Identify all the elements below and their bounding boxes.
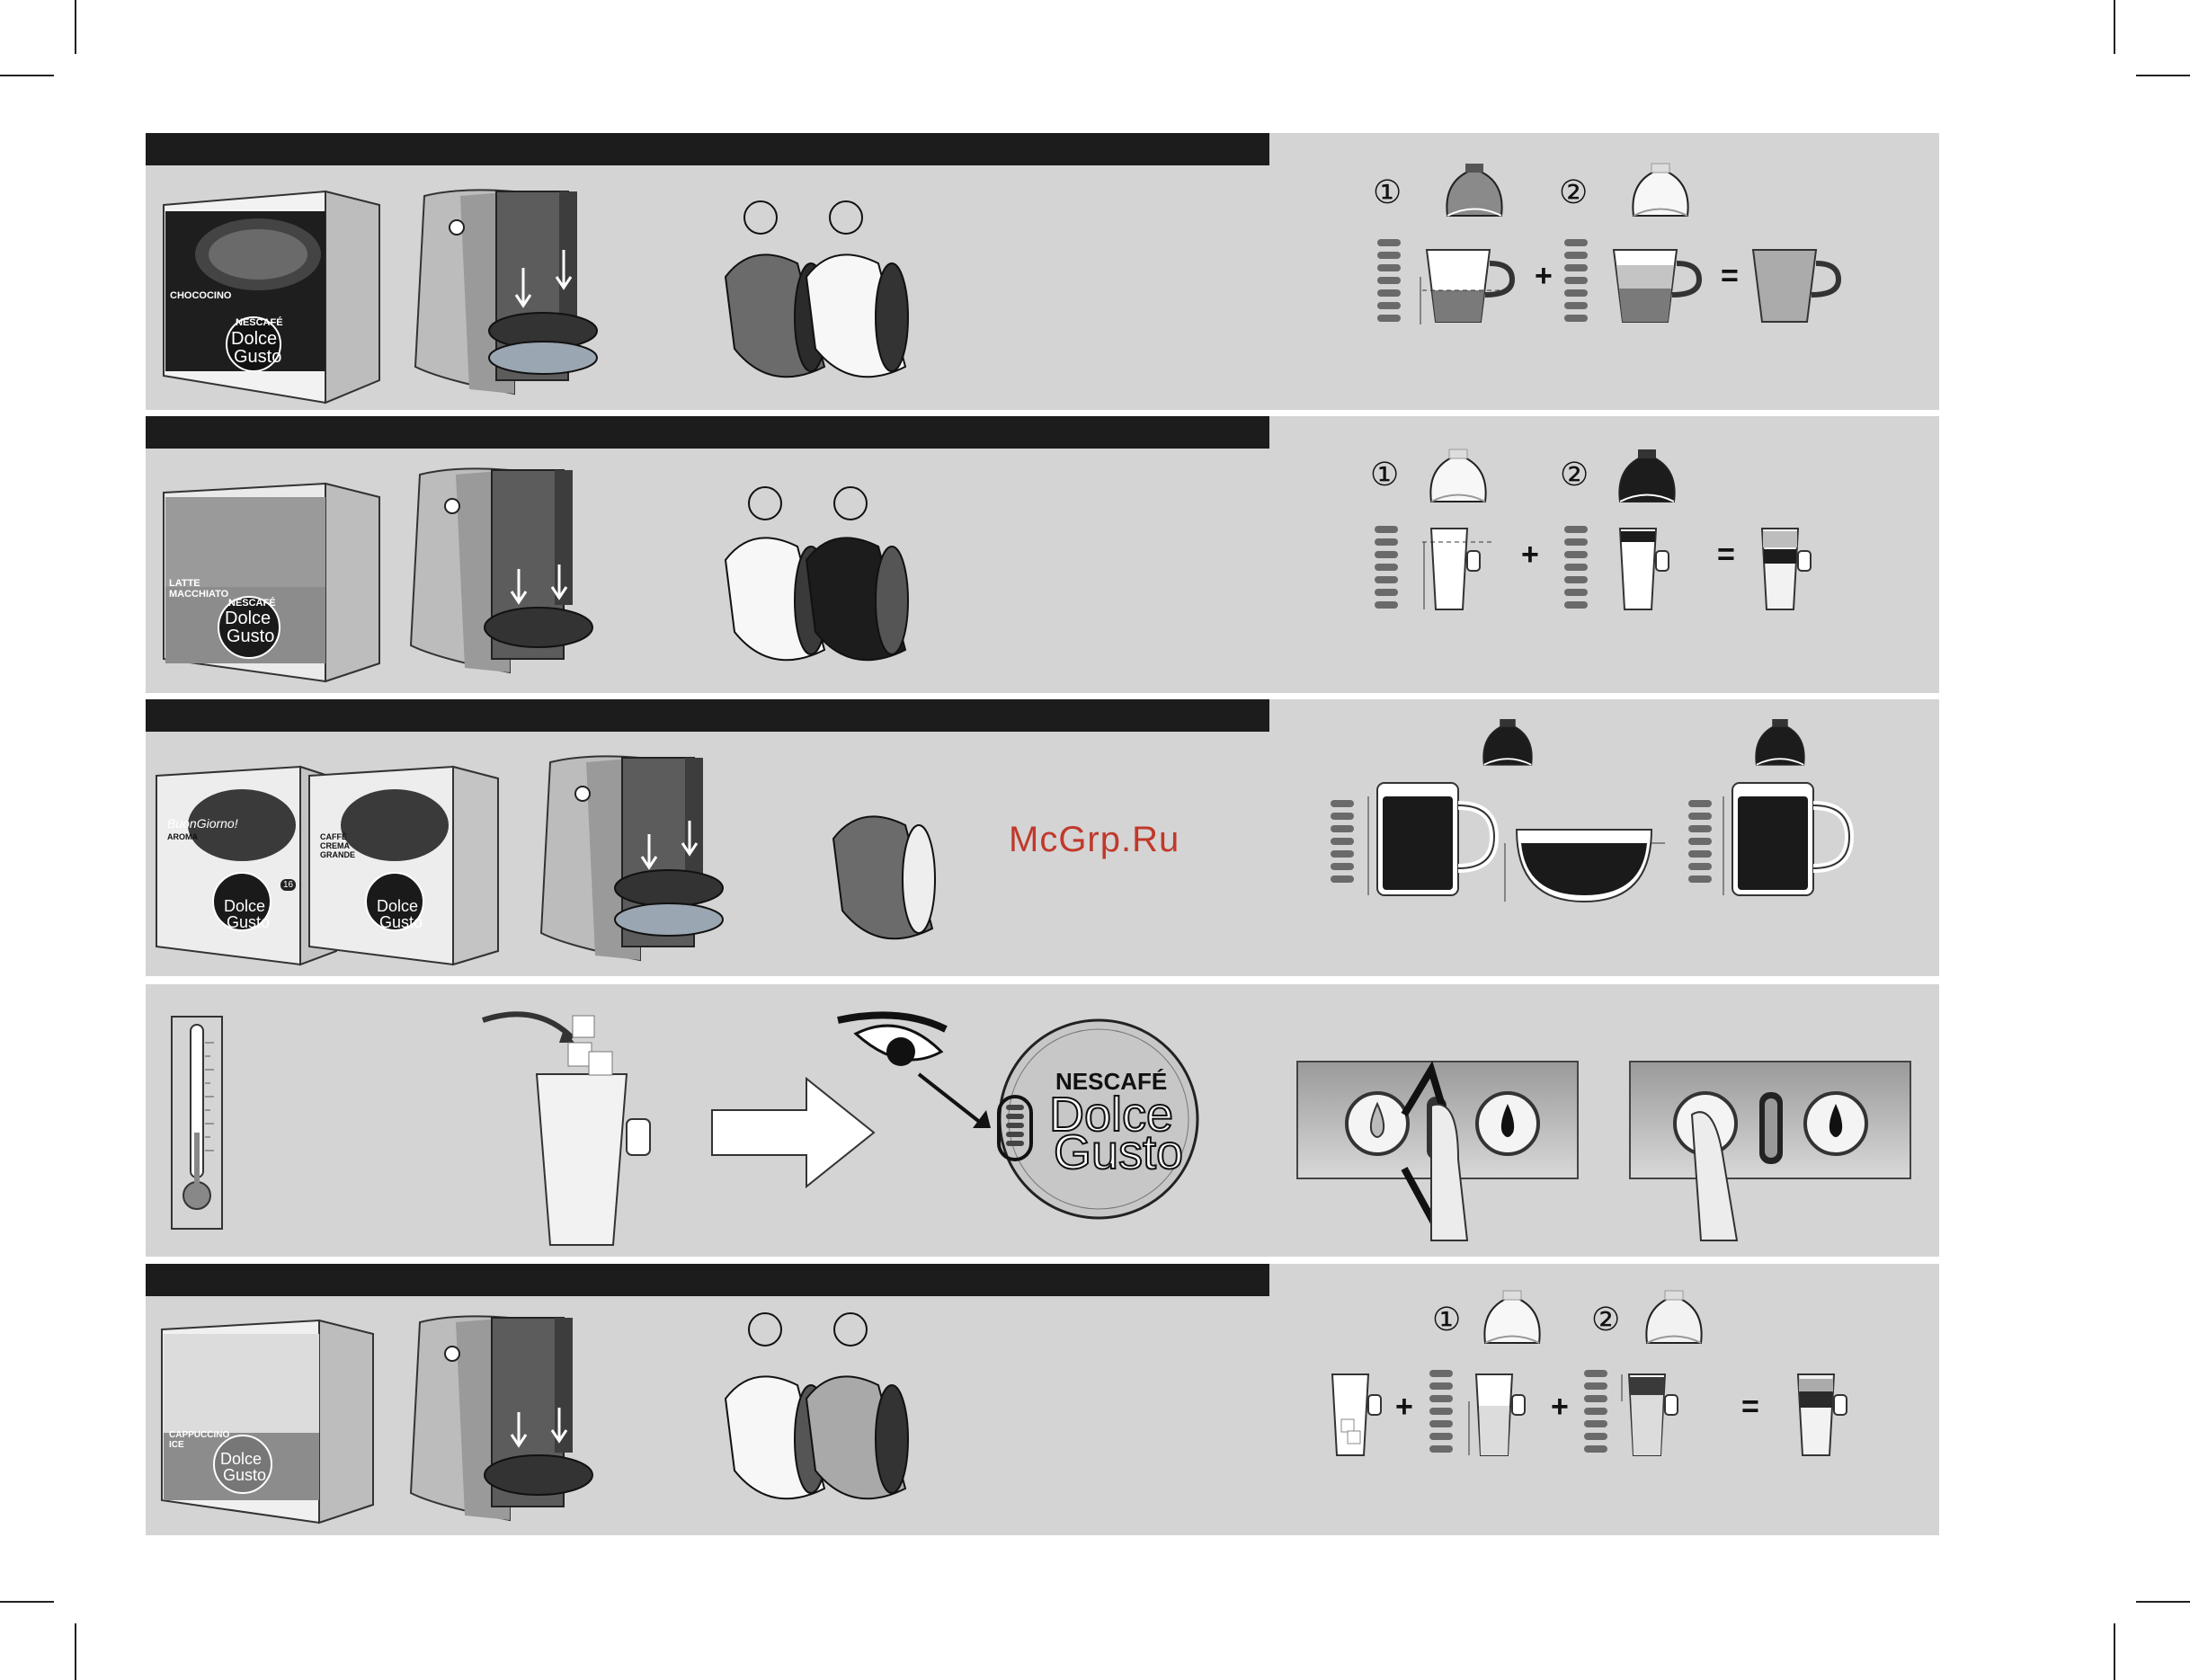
brand-gusto: Gusto xyxy=(227,627,274,647)
level-indicator-icon xyxy=(1377,239,1401,325)
cup-icon xyxy=(1749,245,1847,326)
glass-icon xyxy=(1422,524,1503,614)
plus-sign: + xyxy=(1395,1390,1413,1425)
capsule-icon xyxy=(1422,448,1494,509)
watermark: McGrp.Ru xyxy=(1009,820,1180,860)
product-label: AROMA xyxy=(167,832,198,841)
capsules-illustration xyxy=(717,241,914,385)
step-number-1: ① xyxy=(1373,174,1402,211)
section-chococino: CHOCOCINO NESCAFÉ Dolce Gusto ① ② xyxy=(146,133,1939,410)
crop-mark xyxy=(75,1623,76,1680)
bowl-icon xyxy=(1503,825,1656,906)
ice-glass-icon xyxy=(1328,1370,1391,1460)
section-header-bar xyxy=(146,416,1269,449)
level-indicator-icon xyxy=(1584,1370,1607,1456)
capsule-2-circle xyxy=(833,486,868,520)
mug-icon xyxy=(1368,778,1503,900)
crop-mark xyxy=(2114,1623,2115,1680)
product-label: CHOCOCINO xyxy=(170,290,231,301)
machine-illustration xyxy=(532,753,730,964)
glass-icon xyxy=(1611,524,1692,614)
section-header-bar xyxy=(146,133,1269,165)
cup-icon xyxy=(1422,245,1521,326)
step-number-2: ② xyxy=(1560,457,1589,493)
box-count-badge: 16 xyxy=(280,879,296,891)
cup-icon xyxy=(1609,245,1708,326)
product-label: LATTE MACCHIATO xyxy=(169,578,232,600)
eye-icon xyxy=(838,1011,1000,1137)
equals-sign: = xyxy=(1741,1390,1759,1425)
capsules-illustration xyxy=(717,1363,914,1507)
glass-icon xyxy=(1467,1370,1539,1460)
capsule-icon xyxy=(1611,448,1683,509)
level-indicator-icon xyxy=(1564,526,1588,612)
product-box xyxy=(162,1316,378,1523)
machine-illustration xyxy=(402,1313,600,1524)
crop-mark xyxy=(75,0,76,54)
section-header-bar xyxy=(146,1264,1269,1296)
level-indicator-icon xyxy=(1331,800,1354,886)
capsule-icon xyxy=(1476,1289,1548,1350)
glass-icon xyxy=(1620,1370,1692,1460)
capsule-icon xyxy=(1749,717,1812,771)
level-indicator-icon xyxy=(1688,800,1712,886)
equals-sign: = xyxy=(1721,259,1739,294)
mug-icon xyxy=(1723,778,1858,900)
control-panel-slide xyxy=(1296,1061,1584,1240)
crop-mark xyxy=(2136,1601,2190,1603)
glass-icon xyxy=(1789,1370,1861,1460)
machine-illustration xyxy=(406,187,604,398)
brand-gusto: Gusto xyxy=(223,1466,266,1485)
plus-sign: + xyxy=(1551,1390,1569,1425)
product-label: CAPPUCCINO ICE xyxy=(169,1430,223,1450)
level-indicator-icon xyxy=(1429,1370,1453,1456)
glass-icon xyxy=(1753,524,1834,614)
section-iced: NESCAFÉ Dolce Gusto xyxy=(146,984,1939,1257)
section-latte-macchiato: LATTE MACCHIATO NESCAFÉ Dolce Gusto ① ② xyxy=(146,416,1939,693)
ice-glass-illustration xyxy=(483,1002,681,1254)
script-label: BuonGiorno! xyxy=(167,816,238,831)
brand-gusto: Gusto xyxy=(234,347,281,368)
capsule-1-circle xyxy=(748,486,782,520)
machine-illustration xyxy=(402,466,600,677)
capsule-icon xyxy=(1476,717,1539,771)
brand-nescafe: NESCAFÉ xyxy=(228,598,276,609)
thermometer-icon xyxy=(171,1016,225,1231)
crop-mark xyxy=(2136,75,2190,76)
plus-sign: + xyxy=(1535,259,1553,294)
capsule-1-circle xyxy=(748,1312,782,1347)
brand-nescafe: NESCAFÉ xyxy=(236,317,283,328)
crop-mark xyxy=(0,75,54,76)
capsule-2-circle xyxy=(833,1312,868,1347)
capsule-icon xyxy=(1625,162,1696,223)
plus-sign: + xyxy=(1521,538,1539,573)
control-panel-press xyxy=(1629,1061,1917,1240)
step-number-2: ② xyxy=(1591,1302,1620,1338)
level-indicator-icon xyxy=(1564,239,1588,325)
brand-gusto: Gusto xyxy=(1054,1128,1183,1177)
crop-mark xyxy=(2114,0,2115,54)
equals-sign: = xyxy=(1717,538,1735,573)
step-number-1: ① xyxy=(1370,457,1399,493)
brand-gusto: Gusto xyxy=(379,913,423,932)
product-label: CAFFÈ CREMA GRANDE xyxy=(320,832,365,859)
capsule-1-circle xyxy=(743,200,778,235)
section-header-bar xyxy=(146,699,1269,732)
section-cappuccino-ice: CAPPUCCINO ICE Dolce Gusto ① ② xyxy=(146,1264,1939,1535)
product-box xyxy=(156,762,552,969)
step-number-2: ② xyxy=(1559,174,1588,211)
capsule-2-circle xyxy=(829,200,863,235)
capsule-icon xyxy=(1438,162,1510,223)
capsules-illustration xyxy=(824,803,941,947)
capsules-illustration xyxy=(717,524,914,668)
capsule-icon xyxy=(1638,1289,1710,1350)
step-number-1: ① xyxy=(1432,1302,1461,1338)
crop-mark xyxy=(0,1601,54,1603)
level-indicator-icon xyxy=(1375,526,1398,612)
brand-gusto: Gusto xyxy=(227,913,270,932)
